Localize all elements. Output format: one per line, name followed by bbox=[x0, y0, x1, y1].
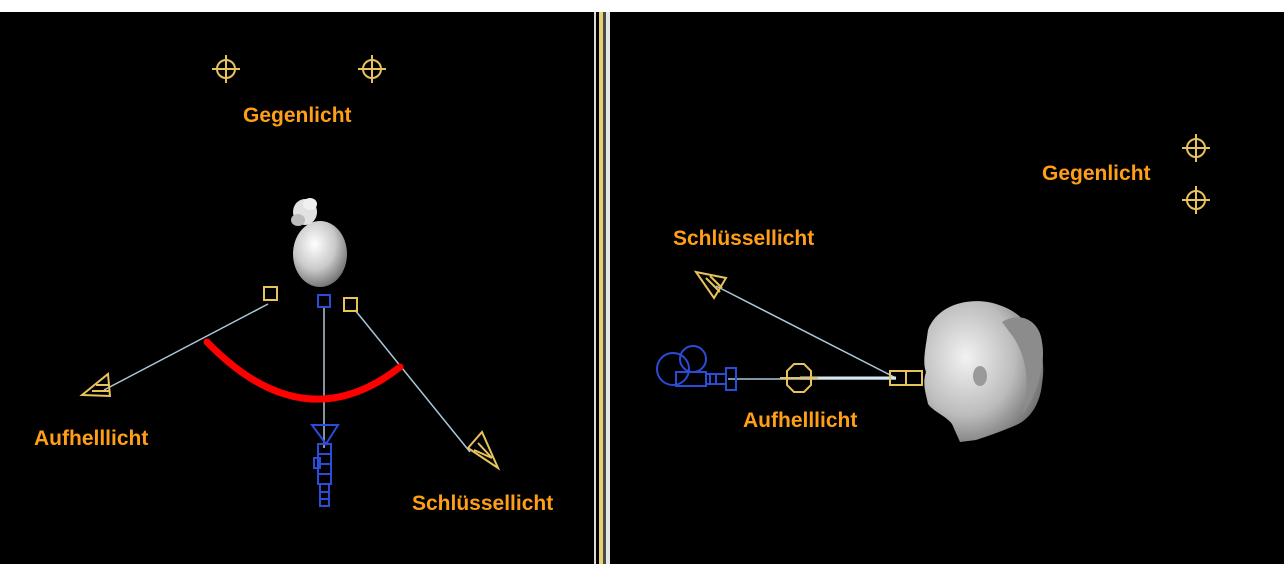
back-light-1-icon[interactable] bbox=[212, 55, 240, 83]
key-light-icon[interactable] bbox=[466, 430, 501, 471]
head-model-side[interactable] bbox=[924, 301, 1044, 442]
viewport-top[interactable]: Gegenlicht Aufhelllicht Schlüssellicht bbox=[0, 12, 594, 564]
label-key-light-side: Schlüssellicht bbox=[673, 227, 815, 250]
fill-light-icon[interactable] bbox=[79, 372, 112, 398]
key-light-target-icon[interactable] bbox=[343, 297, 358, 312]
back-light-2-icon[interactable] bbox=[1182, 186, 1210, 214]
back-light-2-icon[interactable] bbox=[358, 55, 386, 83]
camera-target-icon[interactable] bbox=[317, 294, 331, 308]
key-light-beam bbox=[354, 309, 471, 453]
light-target-icon[interactable] bbox=[889, 370, 923, 386]
fill-light-icon[interactable] bbox=[780, 363, 818, 393]
label-fill-light-side: Aufhelllicht bbox=[743, 409, 858, 432]
head-model-top[interactable] bbox=[291, 198, 347, 287]
label-fill-light-top: Aufhelllicht bbox=[34, 427, 149, 450]
key-light-icon[interactable] bbox=[693, 270, 728, 300]
angle-arc bbox=[203, 338, 404, 403]
top-view-scene bbox=[79, 55, 501, 507]
label-key-light-top: Schlüssellicht bbox=[412, 492, 554, 515]
viewport-side[interactable]: Gegenlicht Schlüssellicht Aufhelllicht bbox=[610, 12, 1284, 564]
key-light-beam bbox=[715, 285, 897, 379]
fill-light-target-icon[interactable] bbox=[263, 286, 278, 301]
fill-light-beam bbox=[103, 303, 269, 391]
label-back-light-side: Gegenlicht bbox=[1042, 162, 1151, 185]
camera-icon[interactable] bbox=[656, 345, 737, 391]
viewport-divider[interactable] bbox=[594, 12, 610, 564]
back-light-1-icon[interactable] bbox=[1182, 134, 1210, 162]
side-view-scene bbox=[656, 134, 1210, 442]
camera-icon[interactable] bbox=[310, 424, 340, 507]
label-back-light-top: Gegenlicht bbox=[243, 104, 352, 127]
